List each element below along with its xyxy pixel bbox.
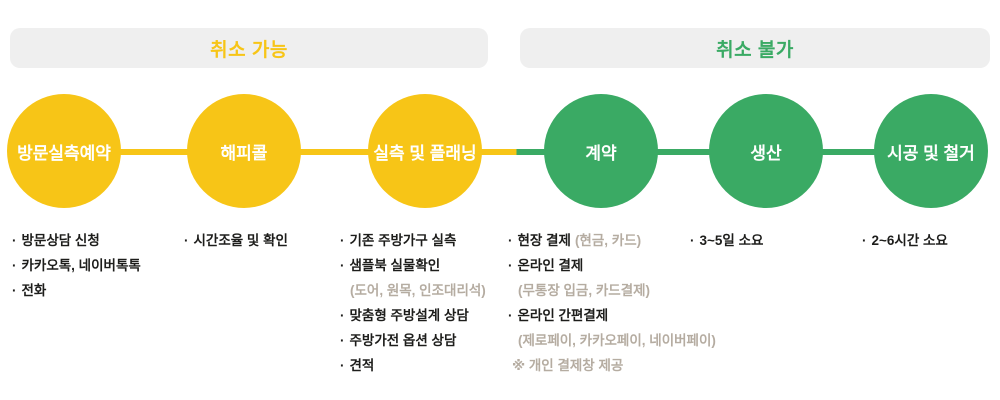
connector-line-3 xyxy=(425,149,601,155)
header-cancellable-label: 취소 가능 xyxy=(210,39,288,61)
bullet-dot: · xyxy=(508,308,513,323)
connector-line-1 xyxy=(64,149,244,155)
step-title: 생산 xyxy=(750,143,782,163)
list-item: · 온라인 간편결제 xyxy=(508,303,716,328)
list-item-text: 2~6시간 소요 xyxy=(871,233,948,248)
list-item: · 샘플북 실물확인 xyxy=(340,253,486,278)
header-cancellable: 취소 가능 xyxy=(10,28,488,68)
step-details-visit-reservation: · 방문상담 신청 · 카카오톡, 네이버톡톡 · 전화 xyxy=(12,228,141,303)
step-circle-production: 생산 xyxy=(709,94,823,208)
list-item-text: 방문상담 신청 xyxy=(21,233,100,248)
bullet-dot: · xyxy=(12,258,17,273)
list-item: · 현장 결제(현금, 카드) xyxy=(508,228,716,253)
list-item: · 방문상담 신청 xyxy=(12,228,141,253)
list-item-text: 샘플북 실물확인 xyxy=(349,258,441,273)
header-non-cancellable: 취소 불가 xyxy=(520,28,990,68)
bullet-dot: · xyxy=(508,258,513,273)
list-item: · 3~5일 소요 xyxy=(690,228,763,253)
list-item-text: 현장 결제 xyxy=(517,233,571,248)
bullet-dot: · xyxy=(508,233,513,248)
bullet-dot: · xyxy=(12,283,17,298)
list-item-note: (제로페이, 카카오페이, 네이버페이) xyxy=(508,328,716,353)
list-item-text: 전화 xyxy=(21,283,47,298)
step-details-measure-planning: · 기존 주방가구 실측 · 샘플북 실물확인 (도어, 원목, 인조대리석) · 맞… xyxy=(340,228,486,378)
connector-line-4 xyxy=(601,149,766,155)
list-item-text: 견적 xyxy=(349,358,375,373)
bullet-dot: · xyxy=(862,233,867,248)
list-item-text: 기존 주방가구 실측 xyxy=(349,233,457,248)
bullet-dot: · xyxy=(340,358,345,373)
list-item-note: (무통장 입금, 카드결제) xyxy=(508,278,716,303)
step-details-contract: · 현장 결제(현금, 카드) · 온라인 결제 (무통장 입금, 카드결제) · 온… xyxy=(508,228,716,378)
list-item-text: 맞춤형 주방설계 상담 xyxy=(349,308,469,323)
list-item: · 전화 xyxy=(12,278,141,303)
step-circle-happy-call: 해피콜 xyxy=(187,94,301,208)
list-item-text: (제로페이, 카카오페이, 네이버페이) xyxy=(518,333,716,348)
list-item-text: 카카오톡, 네이버톡톡 xyxy=(21,258,141,273)
bullet-dot: · xyxy=(340,333,345,348)
step-circle-visit-reservation: 방문실측예약 xyxy=(7,94,121,208)
bullet-dot: · xyxy=(184,233,189,248)
list-item: · 주방가전 옵션 상담 xyxy=(340,328,486,353)
step-circle-install-demolition: 시공 및 철거 xyxy=(874,94,988,208)
list-item-text: (도어, 원목, 인조대리석) xyxy=(350,283,486,298)
header-non-cancellable-label: 취소 불가 xyxy=(716,39,794,61)
list-item-note-inline: (현금, 카드) xyxy=(574,233,642,248)
step-details-happy-call: · 시간조율 및 확인 xyxy=(184,228,288,253)
list-item: · 시간조율 및 확인 xyxy=(184,228,288,253)
bullet-dot: · xyxy=(690,233,695,248)
list-item: · 기존 주방가구 실측 xyxy=(340,228,486,253)
list-item-text: 3~5일 소요 xyxy=(699,233,764,248)
list-item: · 견적 xyxy=(340,353,486,378)
connector-line-5 xyxy=(766,149,931,155)
step-title: 해피콜 xyxy=(220,143,268,163)
bullet-dot: · xyxy=(340,308,345,323)
list-item: · 2~6시간 소요 xyxy=(862,228,948,253)
list-item-note: (도어, 원목, 인조대리석) xyxy=(340,278,486,303)
bullet-dot: · xyxy=(340,233,345,248)
bullet-dot: · xyxy=(12,233,17,248)
list-item: · 맞춤형 주방설계 상담 xyxy=(340,303,486,328)
step-title: 방문실측예약 xyxy=(17,143,111,163)
list-item: · 카카오톡, 네이버톡톡 xyxy=(12,253,141,278)
list-item-text: (무통장 입금, 카드결제) xyxy=(518,283,651,298)
step-circle-measure-planning: 실측 및 플래닝 xyxy=(368,94,482,208)
connector-line-2 xyxy=(244,149,425,155)
list-item-text: ※ 개인 결제창 제공 xyxy=(512,358,624,373)
list-item-reference: ※ 개인 결제창 제공 xyxy=(508,353,716,378)
step-circle-contract: 계약 xyxy=(544,94,658,208)
step-title: 실측 및 플래닝 xyxy=(373,143,477,163)
step-details-production: · 3~5일 소요 xyxy=(690,228,763,253)
step-title: 시공 및 철거 xyxy=(887,143,975,163)
bullet-dot: · xyxy=(340,258,345,273)
list-item-text: 온라인 결제 xyxy=(517,258,584,273)
list-item: · 온라인 결제 xyxy=(508,253,716,278)
list-item-text: 주방가전 옵션 상담 xyxy=(349,333,457,348)
list-item-text: 온라인 간편결제 xyxy=(517,308,609,323)
step-details-install-demolition: · 2~6시간 소요 xyxy=(862,228,948,253)
list-item-text: 시간조율 및 확인 xyxy=(193,233,288,248)
step-title: 계약 xyxy=(585,143,617,163)
